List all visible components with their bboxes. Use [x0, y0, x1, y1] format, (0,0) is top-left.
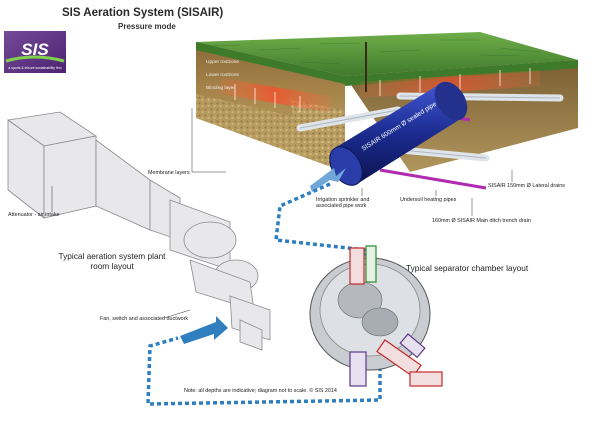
membrane-label: Membrane layers	[148, 170, 190, 176]
air-flow-arrows	[234, 68, 531, 112]
leader-lines	[51, 108, 513, 319]
layer-upper-rootzone: Upper rootzone	[206, 60, 240, 65]
page-subtitle: Pressure mode	[118, 22, 176, 31]
grass-edge-front	[196, 42, 345, 84]
separator-chamber	[309, 245, 443, 387]
fan-label: Fan, switch and associated ductwork	[100, 316, 189, 322]
inflow-arrow	[310, 168, 346, 192]
grass-surface	[196, 32, 578, 76]
heating-pipe	[379, 168, 487, 190]
logo-tagline: a sports & leisure sustainability firm	[8, 66, 61, 70]
layer-lower-rootzone: Lower rootzone	[206, 73, 240, 78]
connection-dashed-bottom	[146, 336, 382, 406]
heating-label: Undersoil heating pipes	[400, 197, 457, 203]
page-title: SIS Aeration System (SISAIR)	[62, 7, 224, 19]
fan-outflow-arrow	[180, 316, 228, 344]
scale-note: Note: all depths are indicative; diagram…	[184, 388, 337, 394]
plant-room-ductwork	[6, 111, 271, 351]
irrigation-label: Irrigation sprinkler and associated pipe…	[316, 197, 370, 210]
laterals-label: SISAIR 150mm Ø Lateral drains	[488, 183, 565, 189]
separator-title: Typical separator chamber layout	[406, 263, 529, 273]
logo-text: SIS	[21, 40, 49, 59]
attenuator-label: Attenuator - air intake	[8, 212, 60, 218]
main-drain-label: 160mm Ø SISAIR Main ditch trench drain	[432, 218, 531, 224]
sis-logo: SIS a sports & leisure sustainability fi…	[4, 31, 66, 73]
plant-room-title: Typical aeration system plant room layou…	[58, 251, 166, 271]
grass-texture	[209, 39, 541, 65]
layer-blinding: Blinding layer	[206, 86, 235, 91]
